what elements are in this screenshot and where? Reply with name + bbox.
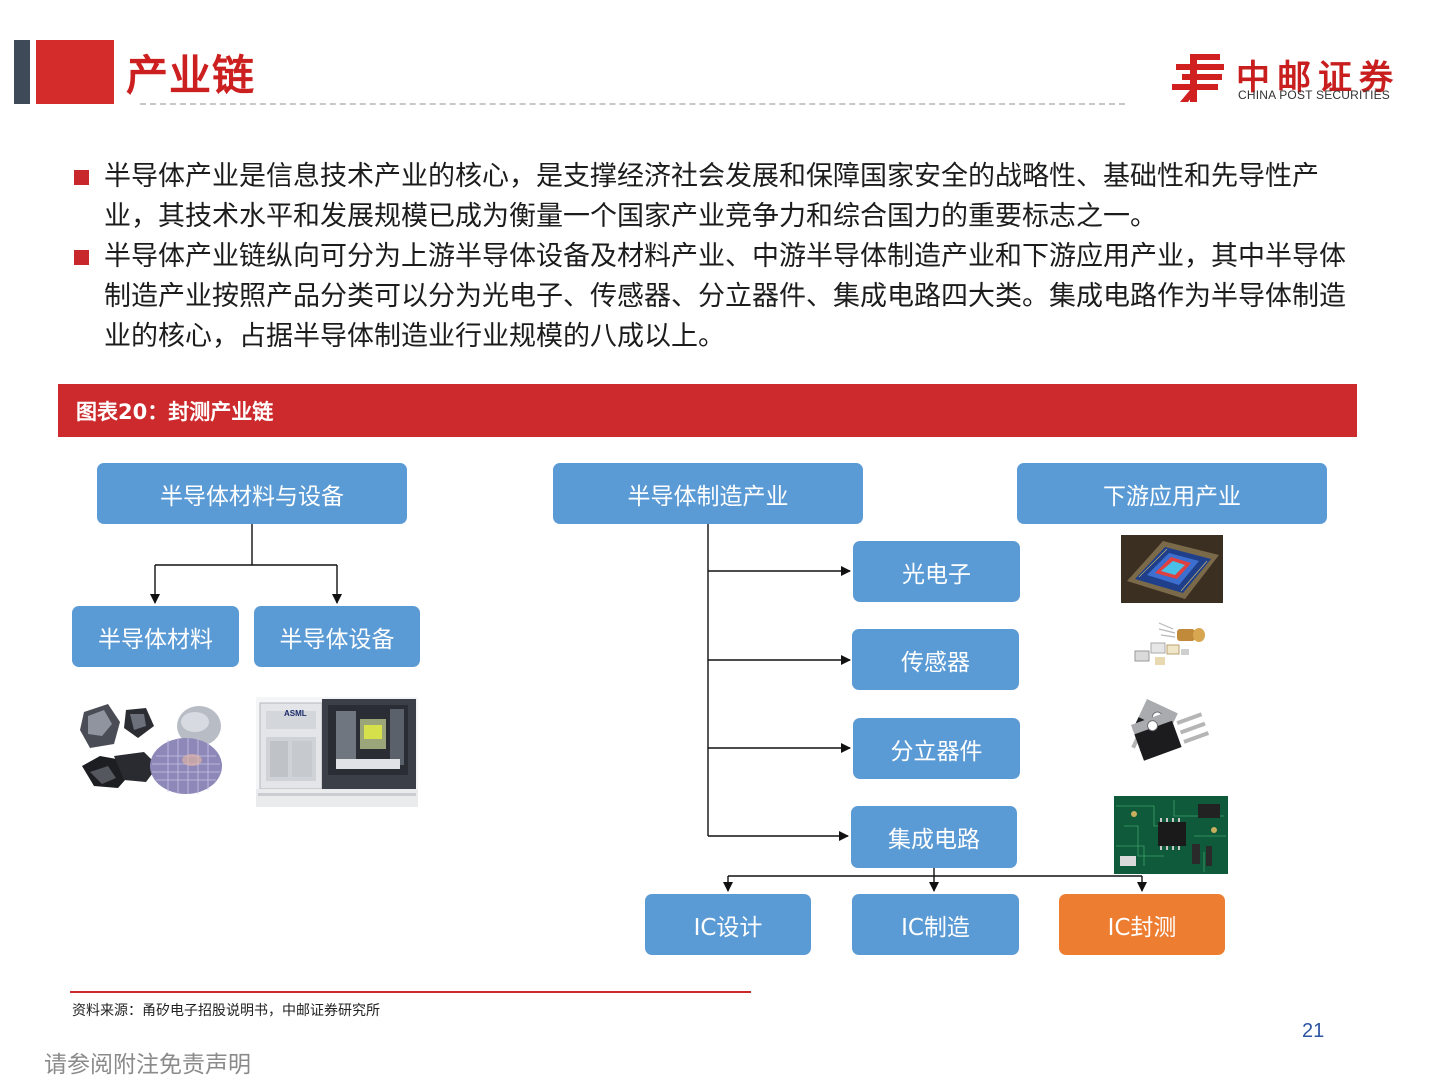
box-discrete-devices: 分立器件	[853, 718, 1020, 779]
bullet-marker	[74, 170, 89, 185]
asml-equipment-image: ASML	[256, 697, 418, 807]
logo-text-cn: 中邮证券	[1236, 58, 1400, 98]
box-ic-fab: IC制造	[852, 894, 1019, 955]
source-note: 资料来源：甬矽电子招股说明书，中邮证券研究所	[72, 1003, 380, 1019]
bullet-marker	[74, 250, 89, 265]
bullet-item: 半导体产业链纵向可分为上游半导体设备及材料产业、中游半导体制造产业和下游应用产业…	[74, 237, 1354, 357]
bullet-text: 半导体产业是信息技术产业的核心，是支撑经济社会发展和保障国家安全的战略性、基础性…	[104, 161, 1319, 232]
figure-title-band	[58, 384, 1357, 437]
logo-text-en: CHINA POST SECURITIES	[1238, 88, 1391, 102]
box-equipment: 半导体设备	[254, 606, 420, 667]
bullet-item: 半导体产业是信息技术产业的核心，是支撑经济社会发展和保障国家安全的战略性、基础性…	[74, 157, 1354, 237]
page-number: 21	[1302, 1020, 1325, 1042]
box-sensors: 传感器	[852, 629, 1019, 690]
bullet-text: 半导体产业链纵向可分为上游半导体设备及材料产业、中游半导体制造产业和下游应用产业…	[104, 241, 1346, 352]
discrete-device-image	[1117, 695, 1219, 787]
box-materials: 半导体材料	[72, 606, 239, 667]
semiconductor-materials-image	[80, 704, 222, 794]
page-title: 产业链	[126, 51, 256, 100]
header-accent-bar-gray	[14, 40, 30, 104]
box-integrated-circuits: 集成电路	[851, 806, 1017, 868]
chip-image	[1121, 535, 1223, 603]
box-optoelectronics: 光电子	[853, 541, 1020, 602]
asml-brand-label: ASML	[284, 709, 307, 718]
header-accent-bar-red	[36, 40, 114, 104]
china-post-logo-icon	[1172, 54, 1224, 102]
figure-title: 图表20：封测产业链	[76, 400, 274, 424]
header-divider	[140, 103, 1125, 105]
box-ic-design: IC设计	[645, 894, 811, 955]
disclaimer-text: 请参阅附注免责声明	[44, 1052, 251, 1078]
box-downstream: 下游应用产业	[1017, 463, 1327, 524]
box-materials-equipment: 半导体材料与设备	[97, 463, 407, 524]
sensor-components-image	[1129, 621, 1211, 669]
circuit-board-image	[1114, 796, 1228, 874]
box-manufacturing: 半导体制造产业	[553, 463, 863, 524]
box-ic-packaging-test: IC封测	[1059, 894, 1225, 955]
source-divider	[70, 991, 751, 993]
